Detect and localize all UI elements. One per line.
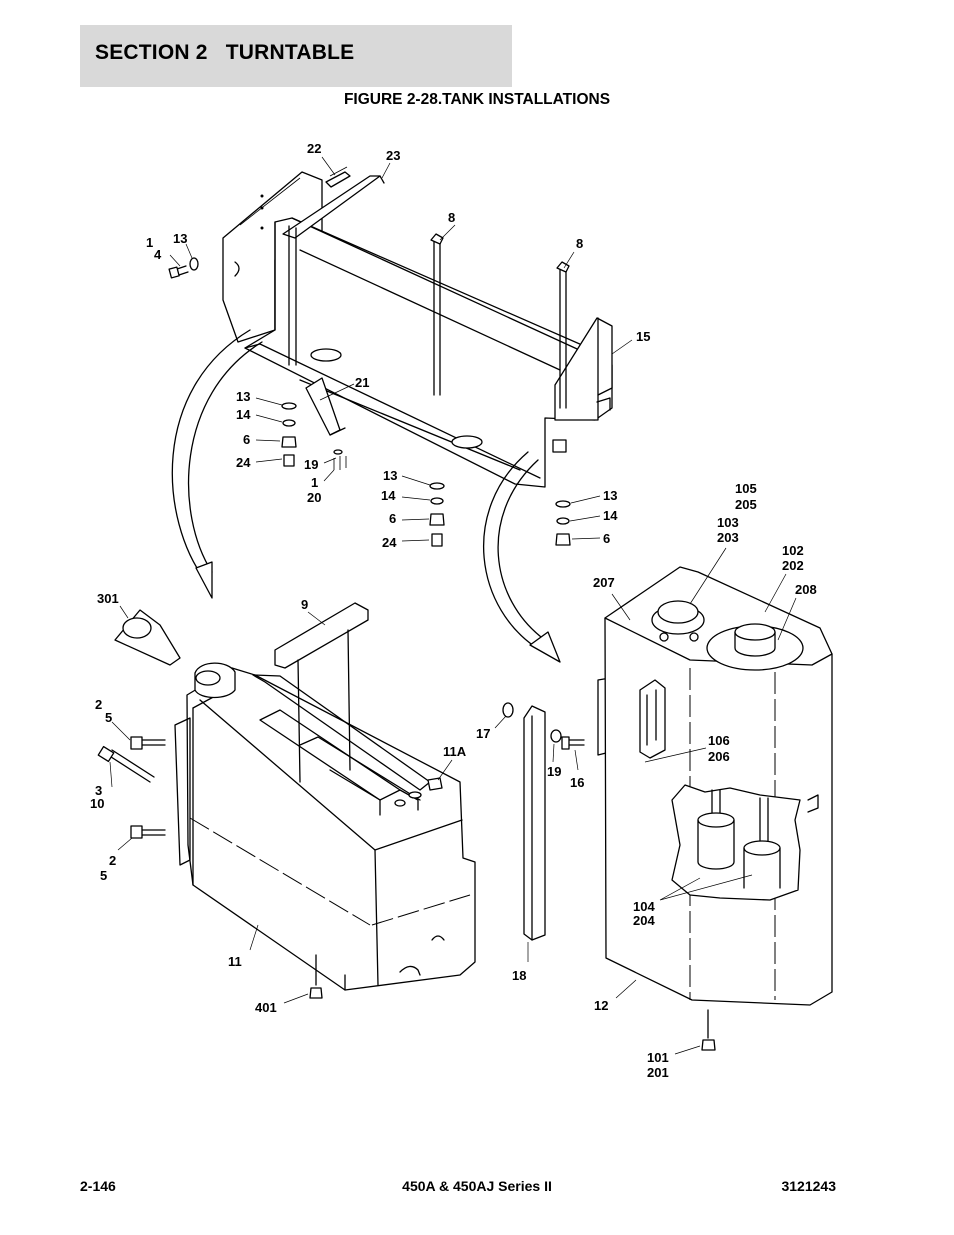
callout-11a: 11A [443,744,467,759]
footer-model: 450A & 450AJ Series II [402,1178,552,1194]
callout-17: 17 [476,726,490,741]
leader-lines [109,156,797,1055]
callout-21: 21 [355,375,369,390]
callout-22: 22 [307,141,321,156]
callout-13: 13 [173,231,187,246]
hardware-stack-right [552,439,571,546]
hardware-stack-center [429,482,445,547]
callout-202: 202 [782,558,804,573]
callout-11: 11 [228,954,242,969]
callout-204: 204 [633,913,655,928]
callout-105: 105 [735,481,757,496]
callout-208: 208 [795,582,817,597]
callout-18: 18 [512,968,526,983]
callout-3: 3 [95,783,102,798]
callout-8: 8 [448,210,455,225]
callout-13: 13 [603,488,617,503]
callout-23: 23 [386,148,400,163]
callout-201: 201 [647,1065,669,1080]
callout-20: 20 [307,490,321,505]
callout-6: 6 [243,432,250,447]
mounting-tray [168,166,613,488]
callout-16: 16 [570,775,584,790]
callout-6: 6 [389,511,396,526]
callout-labels: 22 23 1 13 4 8 8 15 21 13 14 6 24 19 1 2… [90,141,817,1080]
callout-9: 9 [301,597,308,612]
section-header: SECTION 2 TURNTABLE [80,25,512,87]
callout-13: 13 [236,389,250,404]
callout-4: 4 [154,247,162,262]
callout-13: 13 [383,468,397,483]
callout-1: 1 [146,235,153,250]
callout-205: 205 [735,497,757,512]
assembly-arrow-right [483,451,561,663]
callout-102: 102 [782,543,804,558]
callout-5: 5 [100,868,107,883]
callout-203: 203 [717,530,739,545]
callout-8: 8 [576,236,583,251]
callout-14: 14 [381,488,396,503]
tank-right [604,566,833,1051]
callout-2: 2 [95,697,102,712]
assembly-arrow-left [171,329,263,599]
callout-24: 24 [382,535,397,550]
callout-24: 24 [236,455,251,470]
footer-page-number: 2-146 [80,1178,116,1194]
tank-left [97,602,476,999]
callout-19: 19 [304,457,318,472]
callout-207: 207 [593,575,615,590]
callout-15: 15 [636,329,650,344]
callout-206: 206 [708,749,730,764]
section-title: SECTION 2 TURNTABLE [95,41,355,64]
footer-doc-number: 3121243 [781,1178,836,1194]
callout-5: 5 [105,710,112,725]
callout-6: 6 [603,531,610,546]
callout-106: 106 [708,733,730,748]
figure-title: FIGURE 2-28.TANK INSTALLATIONS [343,91,611,108]
callout-401: 401 [255,1000,277,1015]
callout-104: 104 [633,899,655,914]
callout-1: 1 [311,475,318,490]
callout-14: 14 [603,508,618,523]
callout-14: 14 [236,407,251,422]
callout-2: 2 [109,853,116,868]
callout-103: 103 [717,515,739,530]
callout-12: 12 [594,998,608,1013]
callout-101: 101 [647,1050,669,1065]
hardware-stack-left [281,402,347,470]
callout-19: 19 [547,764,561,779]
callout-301: 301 [97,591,119,606]
callout-10: 10 [90,796,104,811]
